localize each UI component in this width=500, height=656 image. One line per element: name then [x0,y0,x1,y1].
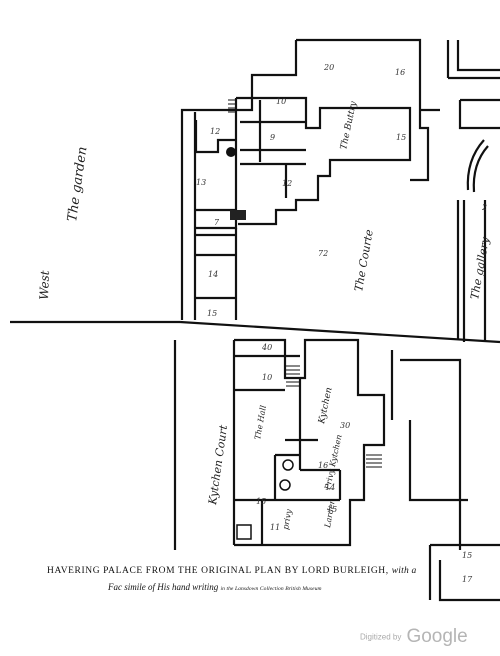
room-number: 12 [210,127,220,136]
label-west: West [37,270,52,300]
room-number: 17 [462,575,473,584]
room-number: 15 [207,309,217,318]
room-number: 7 [214,218,220,227]
label-kytchen: Kytchen [317,386,335,425]
room-number: 40 [261,343,272,352]
room-number: 30 [340,421,350,430]
watermark-prefix: Digitized by [360,632,402,642]
room-number: 11 [270,523,280,532]
label-the-garden: The garden [65,146,90,223]
room-number: 20 [323,63,334,72]
dark-fixture [230,210,246,220]
room-number: 15 [396,133,406,142]
room-number: 12 [282,179,292,188]
walls [10,38,500,602]
room-number: 10 [262,373,272,382]
caption-source: in the Lansdown Collection British Museu… [220,586,322,592]
room-number: 9 [270,133,275,142]
label-the-hall: The Hall [253,404,268,440]
room-number: 14 [325,483,335,492]
room-number: 13 [196,178,206,187]
room-number: 15 [462,551,472,560]
stairs [286,365,382,468]
caption-rest: with a [391,566,417,576]
room-number: 10 [276,97,286,106]
ovens [236,459,294,540]
well-marker [226,147,236,157]
digitized-watermark: Digitized by Google [360,626,480,650]
plan-caption-line1: HAVERING PALACE FROM THE ORIGINAL PLAN B… [47,566,487,576]
label-the-courte: The Courte [352,228,376,293]
room-number: 16 [395,68,405,77]
room-number: 16 [318,461,328,470]
caption-caps: HAVERING PALACE FROM THE ORIGINAL PLAN B… [47,566,389,576]
label-privy: privy [281,508,294,530]
room-number: 15 [256,497,266,506]
label-kytchen-court: Kytchen Court [206,424,230,507]
label-the-gallery: The gallery [468,235,492,300]
plan-caption-line2: Fac simile of His hand writing in the La… [108,582,488,592]
room-number: 15 [327,505,337,514]
room-number: 2 [481,203,487,212]
room-number: 72 [318,249,328,258]
caption-facsimile: Fac simile of His hand writing [108,582,219,592]
google-logo: Google [406,626,468,647]
room-number: 14 [208,270,218,279]
